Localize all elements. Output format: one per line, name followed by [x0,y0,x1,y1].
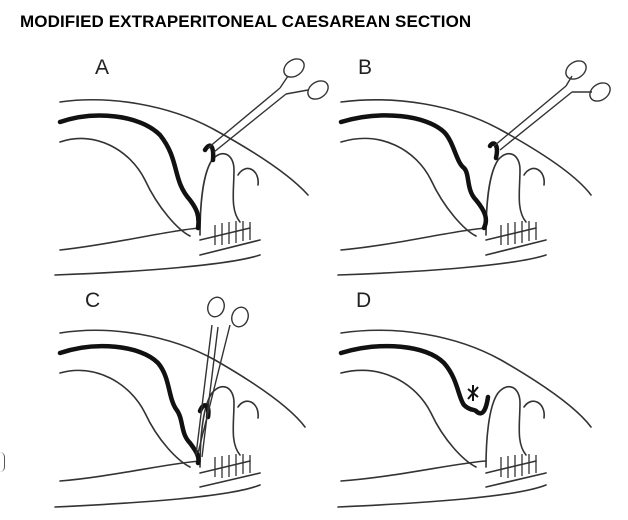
uterus-fold [199,152,241,236]
peritoneum-dark-line [57,113,216,231]
vertical-forceps [195,296,249,458]
suture-mark [467,385,479,401]
stray-mark [0,452,5,472]
inner-wall-outline [59,137,191,237]
panel-c: C [50,285,310,515]
cervix-outline [199,227,261,256]
panel-b: B [336,50,611,280]
panel-b-drawing [337,60,611,276]
lower-wall-line [59,227,201,251]
base-line [54,254,261,276]
panel-a: A [50,50,329,280]
panel-d-label: D [356,289,372,312]
panel-a-drawing [54,58,329,276]
forceps [207,58,329,153]
panel-a-label: A [95,56,110,79]
figure-title: MODIFIED EXTRAPERITONEAL CAESAREAN SECTI… [20,12,472,31]
vaginal-rugae [214,221,251,245]
panel-d-drawing [337,329,592,508]
panel-d: D [336,285,596,515]
panel-c-label: C [85,289,101,312]
outer-abdominal-wall [59,99,309,196]
panel-b-label: B [358,56,373,79]
panel-c-drawing [54,296,306,508]
